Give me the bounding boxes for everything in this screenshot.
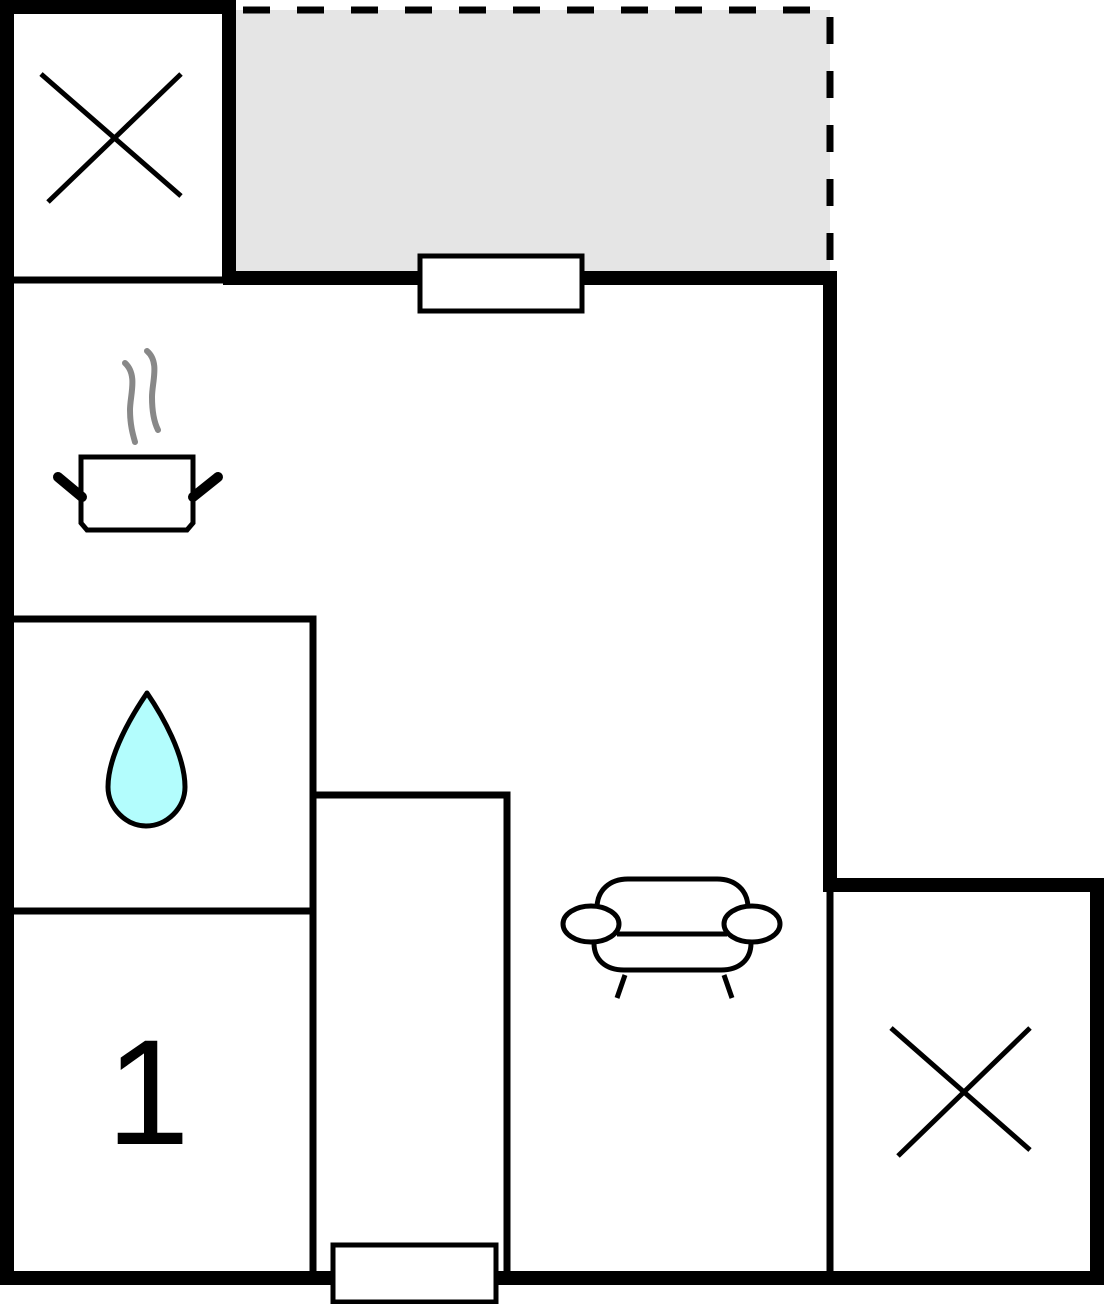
terrace — [236, 6, 834, 278]
terrace-door[interactable] — [417, 253, 585, 314]
x-cross-icon — [39, 72, 183, 204]
entrance-door[interactable] — [330, 1242, 499, 1304]
x-cross-icon — [889, 1026, 1032, 1158]
cooking-pot-icon — [53, 348, 223, 533]
interior-walls — [10, 276, 834, 1272]
water-drop-icon — [105, 690, 188, 829]
sofa-icon — [560, 876, 783, 999]
bedroom-number-label: 1 — [106, 1008, 189, 1176]
